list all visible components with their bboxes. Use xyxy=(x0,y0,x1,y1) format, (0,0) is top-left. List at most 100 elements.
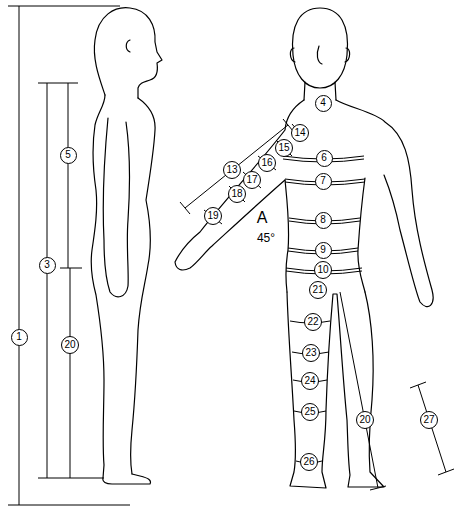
callout-circle-shape xyxy=(315,212,331,228)
callout-number: 17 xyxy=(246,175,257,185)
callout-circle: 9 xyxy=(315,242,332,259)
callout-number: 27 xyxy=(423,415,434,425)
callout-circle-shape xyxy=(244,172,261,189)
callout-circle-shape xyxy=(224,162,241,179)
callout-circle-shape xyxy=(357,412,374,429)
dimension-line xyxy=(340,292,386,490)
callout-number: 8 xyxy=(320,215,326,225)
callout-circle-shape xyxy=(60,147,76,163)
side-head xyxy=(94,8,162,98)
callout-circle-shape xyxy=(302,373,319,390)
side-ear xyxy=(126,40,130,52)
front-ears xyxy=(290,48,349,62)
callout-number: 10 xyxy=(317,265,328,275)
callout-number: 20 xyxy=(359,415,370,425)
dimension-line xyxy=(410,382,454,475)
callout-number: 19 xyxy=(207,211,218,221)
callout-number: 4 xyxy=(320,98,326,108)
callout-circle-shape xyxy=(205,208,222,225)
callout-circle-shape xyxy=(11,329,27,345)
callout-circle: 27 xyxy=(420,411,438,429)
callout-number: 9 xyxy=(320,245,326,255)
callout-number: 1 xyxy=(16,332,22,342)
callout-circle-shape xyxy=(315,262,332,279)
callout-circle: 14 xyxy=(291,124,309,142)
callout-circle: 24 xyxy=(301,372,319,390)
callout-number: 7 xyxy=(320,176,326,186)
arm-girth-line xyxy=(204,124,306,224)
callout-circle-shape xyxy=(421,412,438,429)
front-head xyxy=(292,8,347,88)
callout-circle: 20 xyxy=(356,411,374,429)
callout-circle: 3 xyxy=(39,257,56,274)
callout-number: 15 xyxy=(278,143,289,153)
callout-circle-shape xyxy=(303,345,320,362)
callout-number: 20 xyxy=(64,340,75,350)
callout-circle-shape xyxy=(276,140,293,157)
callout-circle-shape xyxy=(62,337,79,354)
front-hanging-arm xyxy=(336,100,433,307)
girth-bands xyxy=(204,124,365,463)
callout-circle-shape xyxy=(39,257,55,273)
front-left-leg xyxy=(287,292,384,488)
callout-circle: 23 xyxy=(302,344,320,362)
dimension-lines xyxy=(8,6,454,505)
callout-circle: 19 xyxy=(204,207,222,225)
side-arm xyxy=(103,118,129,297)
front-raised-arm xyxy=(175,100,304,270)
callout-circle-shape xyxy=(310,282,327,299)
callout-circle-shape xyxy=(315,242,331,258)
callout-number: 24 xyxy=(304,376,315,386)
callout-circle: 22 xyxy=(304,313,322,331)
callout-circle: 21 xyxy=(309,281,327,299)
callout-circle-shape xyxy=(316,150,332,166)
callout-circle-shape xyxy=(292,125,309,142)
callout-number: 16 xyxy=(261,158,272,168)
front-nose xyxy=(317,46,322,64)
front-figure xyxy=(175,8,433,488)
callout-circle-shape xyxy=(302,404,319,421)
callout-circle: 17 xyxy=(243,171,261,189)
callout-circle-shape xyxy=(315,173,331,189)
front-torso-right xyxy=(358,178,365,292)
dimension-line xyxy=(180,119,293,214)
callout-circle: 16 xyxy=(258,154,276,172)
callout-number: 18 xyxy=(231,189,242,199)
callout-circle: 5 xyxy=(60,147,77,164)
callout-number: 13 xyxy=(226,165,237,175)
callout-number: 14 xyxy=(294,128,305,138)
dimension-line xyxy=(38,83,104,478)
front-torso-left xyxy=(285,180,289,292)
dimension-line xyxy=(8,6,130,505)
callout-number: 23 xyxy=(305,348,316,358)
callout-circle-shape xyxy=(259,155,276,172)
callout-number: 21 xyxy=(312,285,323,295)
callout-number: 25 xyxy=(304,407,315,417)
callout-circle: 8 xyxy=(315,212,332,229)
girth-line xyxy=(290,321,330,463)
callout-number: 6 xyxy=(321,153,327,163)
angle-letter: A xyxy=(257,210,268,226)
callout-circle: 20 xyxy=(61,336,79,354)
callout-circle: 1 xyxy=(11,329,28,346)
callout-number: 26 xyxy=(303,457,314,467)
side-front xyxy=(131,98,156,474)
callout-number: 3 xyxy=(44,260,50,270)
callout-circle-shape xyxy=(301,454,318,471)
callout-circle: 7 xyxy=(315,173,332,190)
callout-circle: 13 xyxy=(223,161,241,179)
callout-circle-shape xyxy=(229,186,246,203)
callout-circle: 18 xyxy=(228,185,246,203)
callout-circle: 10 xyxy=(314,261,332,279)
callout-circle-shape xyxy=(305,314,322,331)
callout-circle: 6 xyxy=(316,150,333,167)
callout-circle: 4 xyxy=(315,95,332,112)
callout-number: 22 xyxy=(307,317,318,327)
side-back xyxy=(91,95,150,484)
callout-circle: 15 xyxy=(275,139,293,157)
side-figure xyxy=(91,8,162,484)
callout-number: 5 xyxy=(65,150,71,160)
callout-circle: 26 xyxy=(300,453,318,471)
callout-circle-shape xyxy=(315,95,331,111)
